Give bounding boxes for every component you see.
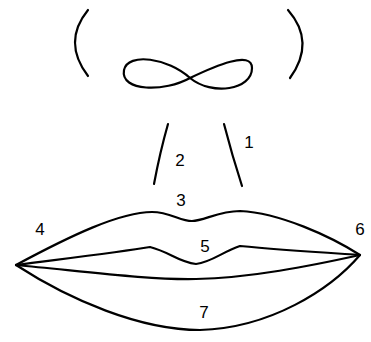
nose-right-wing <box>288 10 303 78</box>
lower-lip-inner <box>16 255 360 279</box>
philtrum-left <box>154 124 168 184</box>
callout-number: 4 <box>35 221 44 238</box>
callout-number: 1 <box>244 134 253 151</box>
upper-lip-inner <box>16 246 360 265</box>
nostrils <box>124 59 252 88</box>
upper-lip-outline <box>16 211 360 265</box>
callout-number: 7 <box>199 304 208 321</box>
philtrum-right <box>224 124 242 186</box>
callout-number: 3 <box>176 192 185 209</box>
callout-number: 5 <box>200 238 209 255</box>
nose-left-wing <box>75 10 88 76</box>
callout-number: 6 <box>355 221 364 238</box>
lower-lip-outline <box>16 255 360 330</box>
callout-number: 2 <box>175 152 184 169</box>
